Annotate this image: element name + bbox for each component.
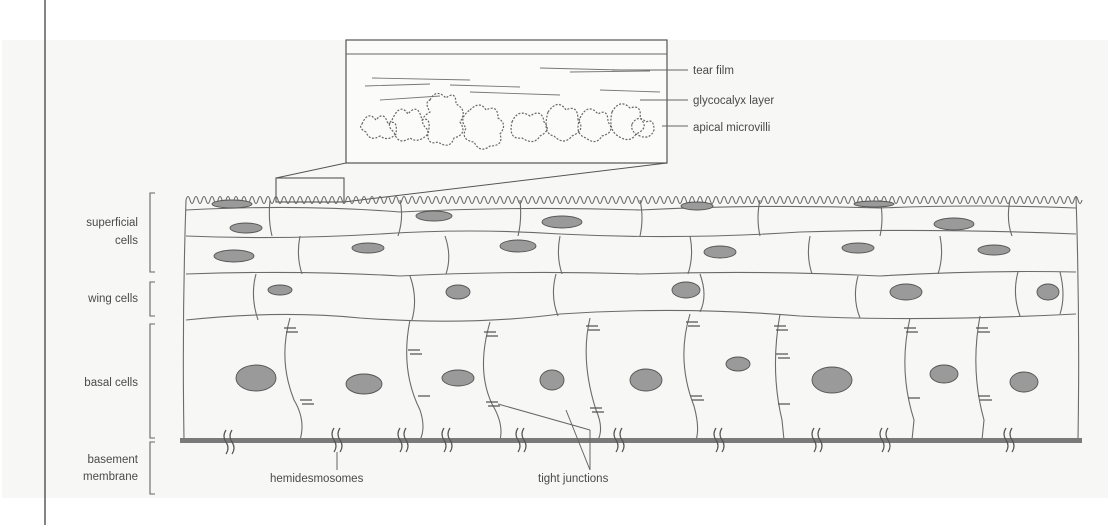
label-superficial-cells: cells	[115, 235, 138, 247]
label-wing-cells: wing cells	[87, 293, 138, 305]
label-glycocalyx-layer: glycocalyx layer	[693, 95, 774, 107]
label-basal-cells: basal cells	[84, 377, 138, 389]
inset-magnified-view	[346, 40, 688, 163]
label-superficial: superficial	[86, 217, 138, 229]
label-apical-microvilli: apical microvilli	[693, 122, 770, 134]
label-tear-film: tear film	[693, 65, 734, 77]
basement-membrane	[180, 438, 1082, 443]
label-basement: basement	[87, 454, 138, 466]
label-hemidesmosomes: hemidesmosomes	[270, 473, 364, 485]
label-basement-membrane: membrane	[83, 471, 138, 483]
label-tight-junctions: tight junctions	[538, 473, 609, 485]
